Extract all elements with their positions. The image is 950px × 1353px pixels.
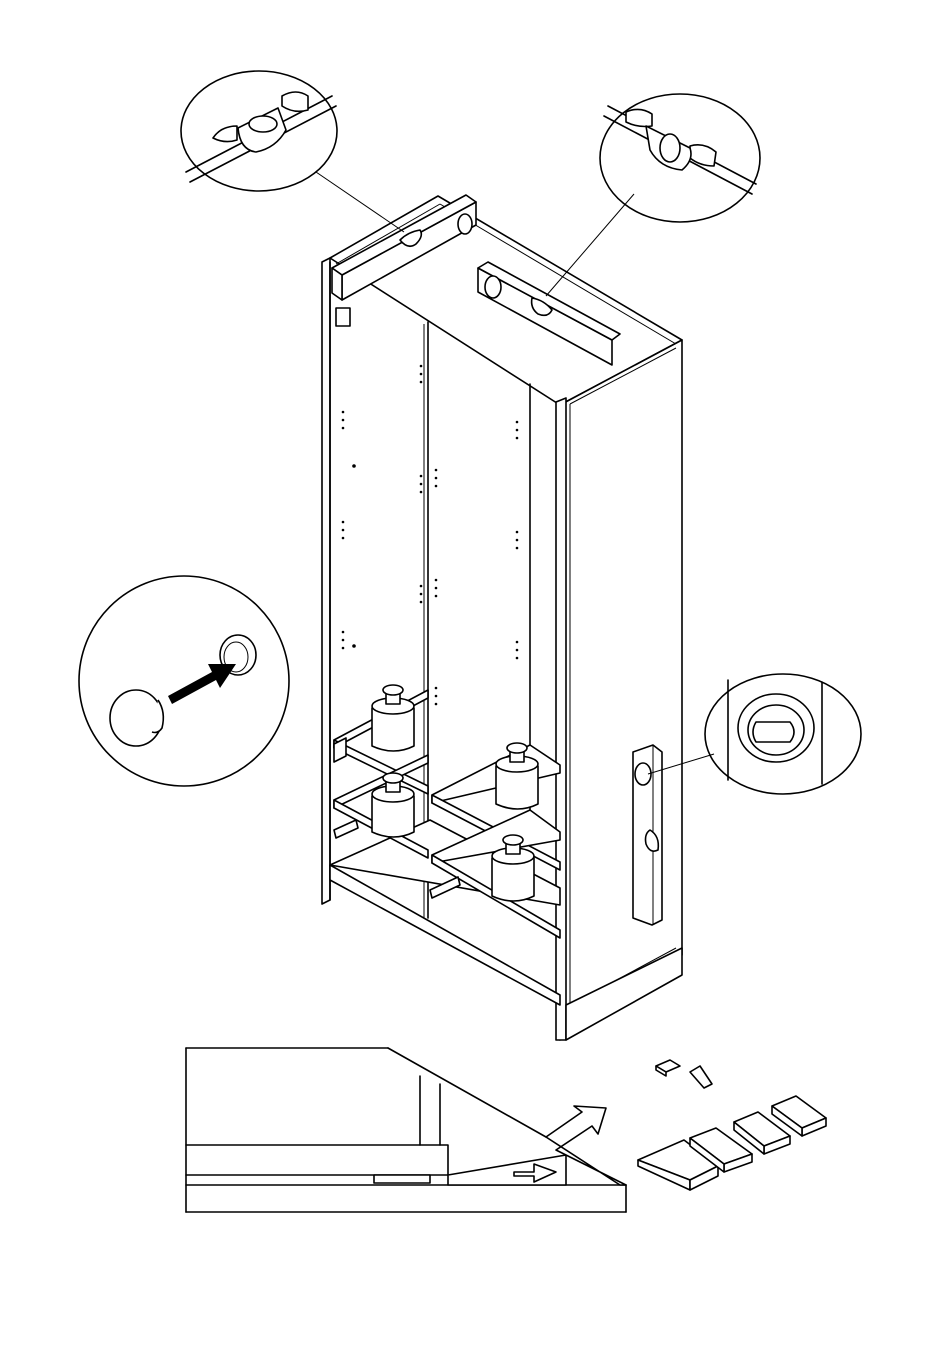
spirit-level-side xyxy=(633,745,662,925)
shims xyxy=(638,1060,826,1190)
cabinet-left-edge xyxy=(322,258,330,904)
shelf-pin-holes xyxy=(342,365,519,706)
cabinet-right-side xyxy=(560,340,682,1040)
cabinet xyxy=(322,196,682,1040)
cabinet-right-edge xyxy=(556,398,566,1040)
callout-cap-insert xyxy=(79,576,289,786)
detail-shim-under-panel xyxy=(186,1048,626,1212)
arrow-up-left-icon xyxy=(690,1066,712,1088)
spirit-level-vial-icon xyxy=(660,134,680,162)
callout-level-top-right xyxy=(546,94,760,296)
wedge-icon xyxy=(656,1060,680,1076)
weight-icon xyxy=(372,685,414,751)
spirit-level-vial-icon xyxy=(753,722,794,742)
spirit-level-vial-icon xyxy=(249,116,277,132)
callout-level-top-left xyxy=(181,71,404,232)
